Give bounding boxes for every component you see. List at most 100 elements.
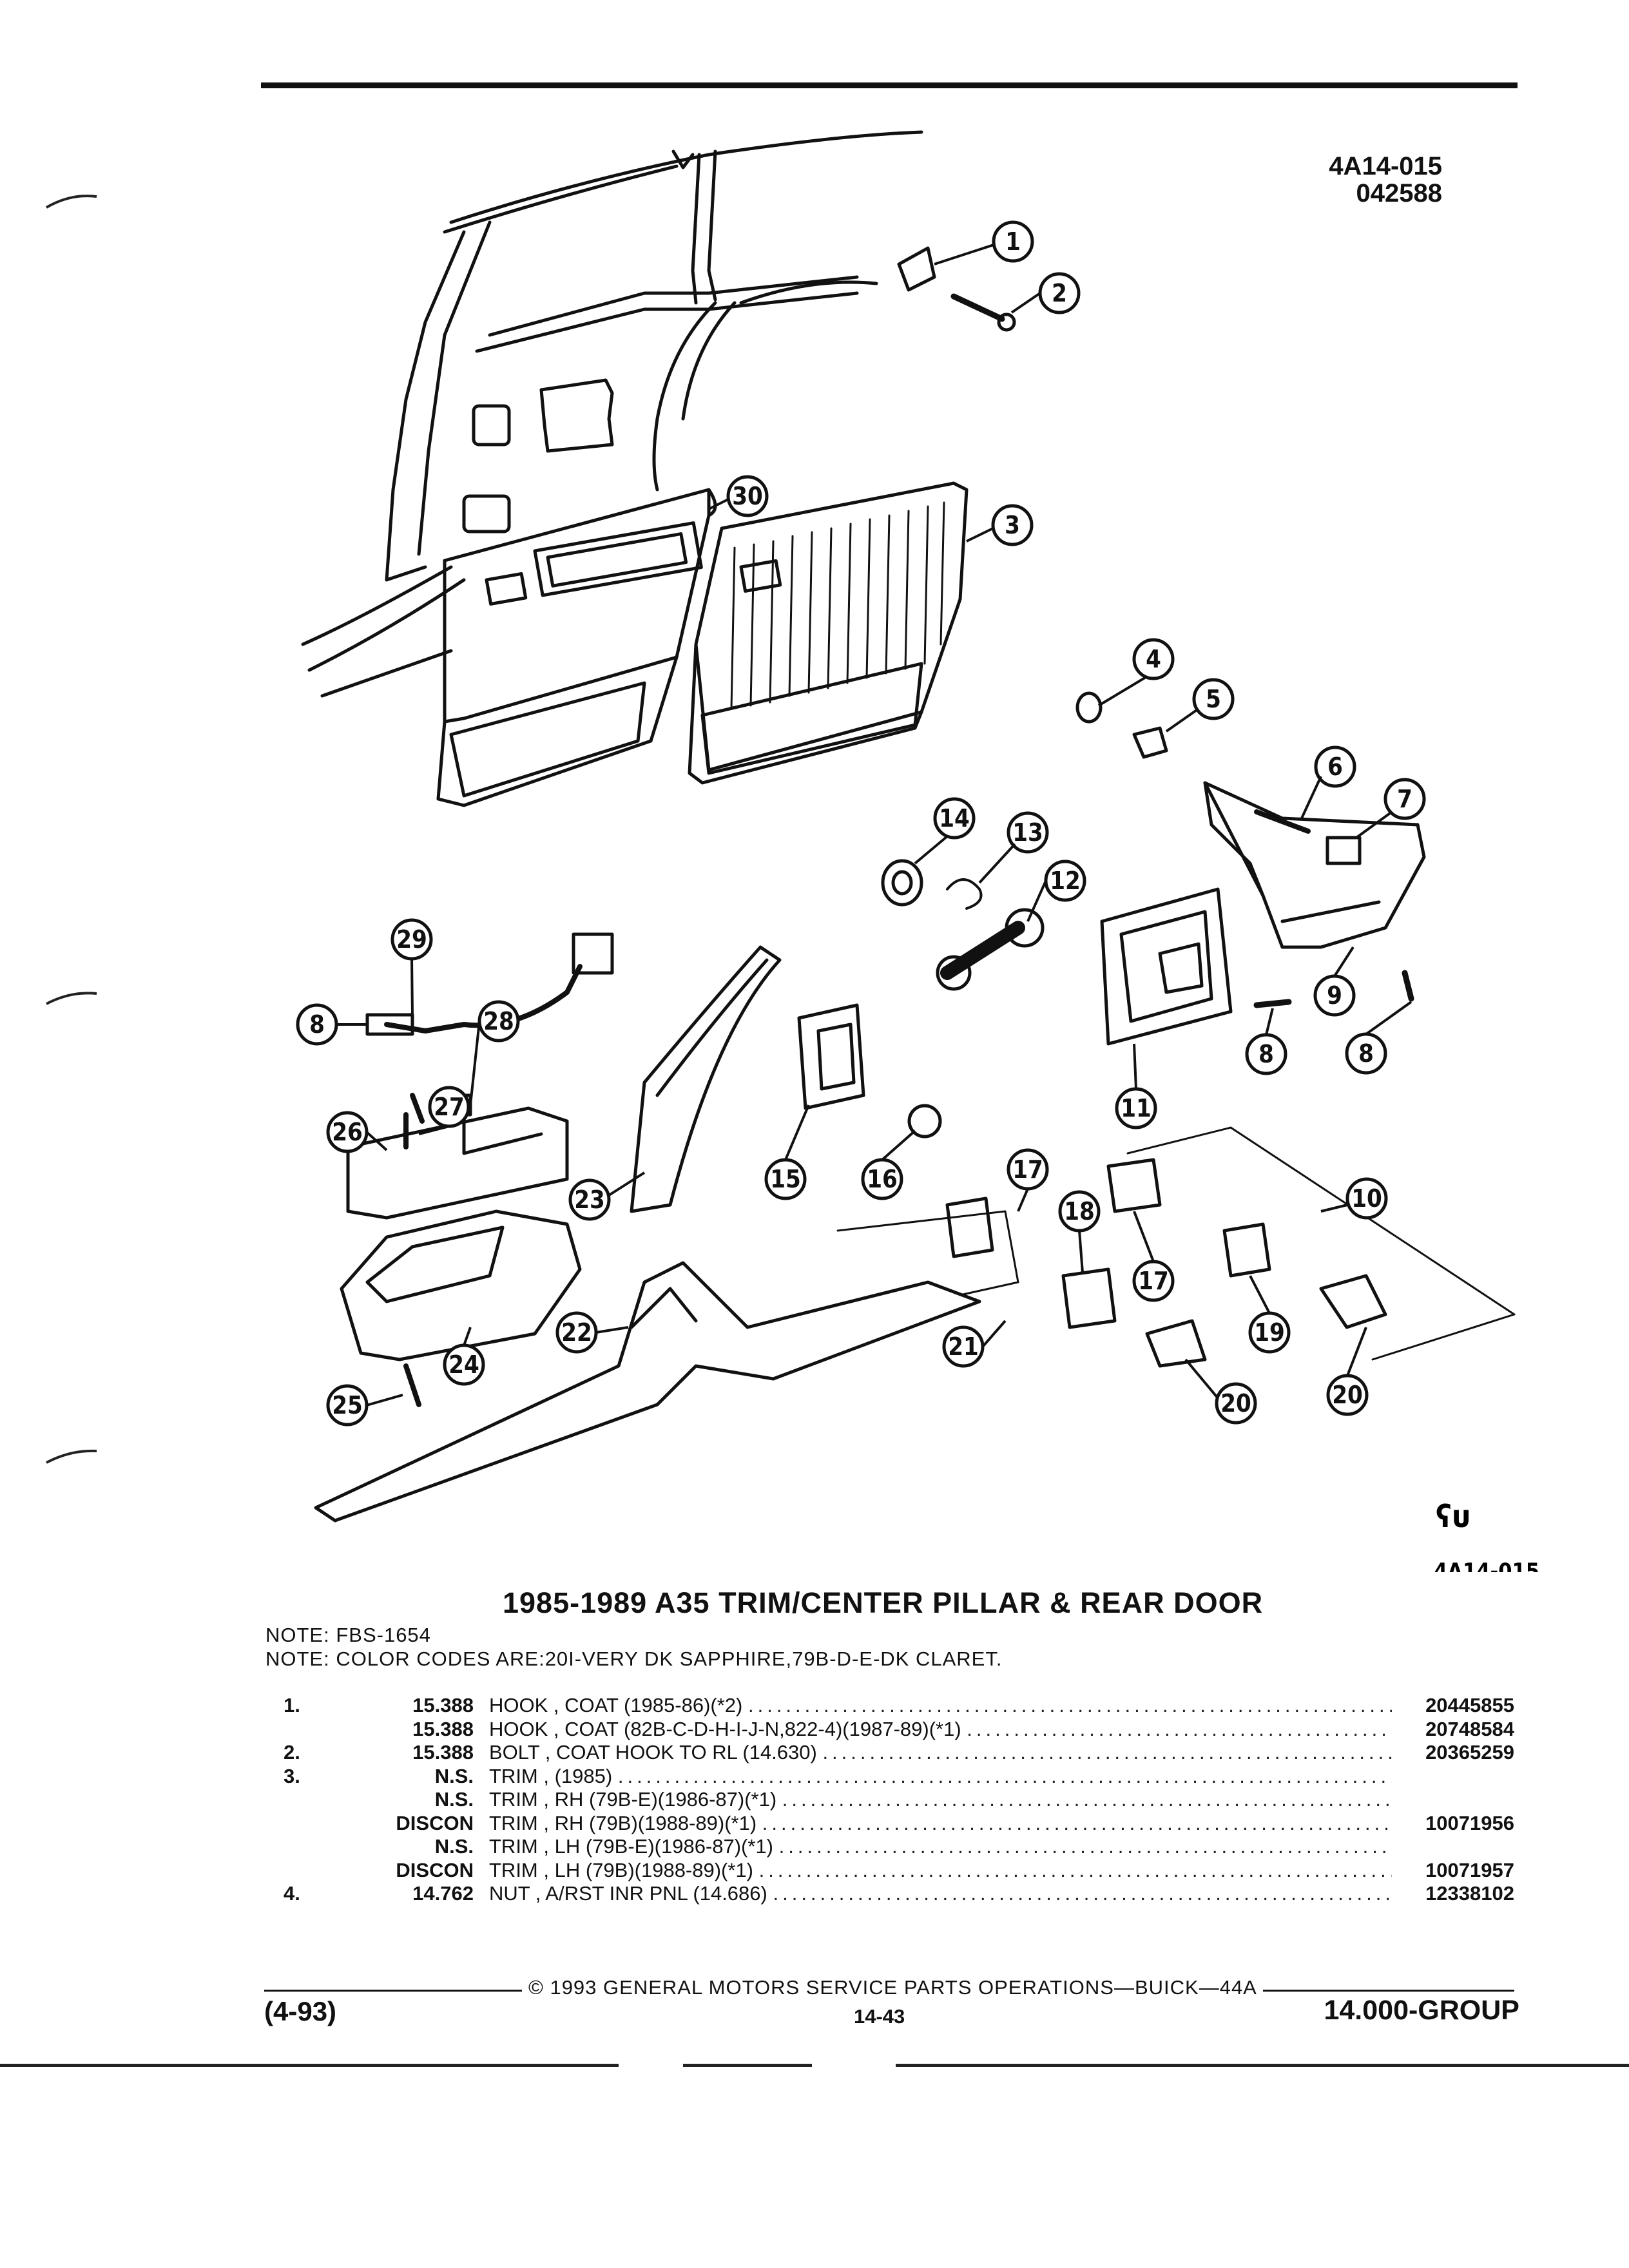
part-number: 20748584: [1425, 1717, 1514, 1740]
callout-23: 23: [574, 1186, 605, 1214]
part-description: TRIM , RH (79B-E)(1986-87)(*1) .........…: [489, 1788, 1392, 1812]
leader-dots: ........................................…: [617, 1764, 1392, 1787]
callout-7: 7: [1397, 785, 1412, 813]
group-number: 14.762: [412, 1882, 474, 1905]
part-description: BOLT , COAT HOOK TO RL (14.630) ........…: [489, 1741, 1392, 1765]
callout-24: 24: [448, 1350, 479, 1379]
part-description: HOOK , COAT (1985-86)(*2) ..............…: [489, 1694, 1392, 1718]
page-title: 1985-1989 A35 TRIM/CENTER PILLAR & REAR …: [503, 1586, 1264, 1619]
callout-20: 20: [1332, 1381, 1363, 1409]
parts-row: N.S. TRIM , LH (79B-E)(1986-87)(*1) .....…: [284, 1835, 1514, 1859]
callout-5: 5: [1206, 685, 1221, 713]
leader-dots: ........................................…: [782, 1788, 1392, 1811]
part-number: [1392, 1788, 1514, 1812]
callout-19: 19: [1254, 1318, 1285, 1347]
reference-code: 4A14-015: [1329, 152, 1442, 180]
part-number: 10071957: [1425, 1858, 1514, 1881]
item-index: [284, 1835, 329, 1859]
parts-row: DISCON TRIM , RH (79B)(1988-89)(*1) .....…: [284, 1812, 1514, 1836]
leader-dots: ........................................…: [822, 1741, 1392, 1764]
callout-8: 8: [1258, 1040, 1274, 1068]
callout-8: 8: [309, 1010, 325, 1039]
group-number: 15.388: [412, 1717, 474, 1740]
leader-dots: ........................................…: [967, 1717, 1392, 1740]
callout-14: 14: [939, 804, 970, 832]
bottom-rule-right: [896, 2064, 1629, 2067]
bottom-rule-mid: [683, 2064, 812, 2067]
parts-row: N.S.TRIM , RH (79B-E)(1986-87)(*1) .....…: [284, 1788, 1514, 1812]
group-number: 15.388: [412, 1694, 474, 1717]
leader-dots: ........................................…: [773, 1882, 1392, 1905]
callout-16: 16: [867, 1165, 898, 1193]
part-description: TRIM , LH (79B-E)(1986-87)(*1) .........…: [489, 1835, 1392, 1859]
part-number: 10071956: [1425, 1811, 1514, 1834]
callout-25: 25: [332, 1391, 363, 1419]
revision-date: (4-93): [264, 1996, 337, 2026]
part-description-text: TRIM , RH (79B)(1988-89)(*1): [489, 1811, 757, 1834]
group-number: DISCON: [396, 1811, 474, 1834]
group-number: N.S.: [434, 1835, 474, 1858]
leader-dots: ........................................…: [778, 1835, 1392, 1858]
parts-row: 3. N.S. TRIM , (1985) ....................…: [284, 1765, 1514, 1789]
reference-subcode: 042588: [1356, 179, 1442, 207]
page-number: 14-43: [854, 2005, 905, 2028]
part-description-text: TRIM , LH (79B)(1988-89)(*1): [489, 1858, 754, 1881]
item-index: 4.: [284, 1882, 300, 1905]
item-index: [284, 1788, 329, 1812]
copyright-notice: © 1993 GENERAL MOTORS SERVICE PARTS OPER…: [528, 1976, 1257, 1999]
part-number: 20445855: [1425, 1694, 1514, 1717]
binder-marks-lower: [46, 992, 97, 1464]
note-line: NOTE: FBS-1654: [265, 1624, 431, 1646]
binder-marks: [45, 195, 97, 209]
item-index: 2.: [284, 1741, 300, 1764]
group-label: 14.000-GROUP: [1324, 1995, 1519, 2026]
parts-row: 1. 15.388 HOOK , COAT (1985-86)(*2) ......…: [284, 1694, 1514, 1718]
part-description: TRIM , (1985) ..........................…: [489, 1765, 1392, 1789]
part-number: [1392, 1765, 1514, 1789]
callout-29: 29: [396, 925, 427, 954]
part-description-text: TRIM , (1985): [489, 1764, 613, 1787]
callout-20: 20: [1220, 1389, 1251, 1418]
parts-list-table: 1. 15.388 HOOK , COAT (1985-86)(*2) ......…: [284, 1694, 1514, 1906]
parts-row: 4. 14.762 NUT , A/RST INR PNL (14.686) ...…: [284, 1882, 1514, 1906]
callout-28: 28: [483, 1007, 514, 1035]
callout-26: 26: [332, 1118, 363, 1146]
part-description-text: TRIM , LH (79B-E)(1986-87)(*1): [489, 1835, 774, 1858]
part-description: TRIM , RH (79B)(1988-89)(*1) ...........…: [489, 1812, 1392, 1836]
callout-15: 15: [770, 1165, 801, 1193]
figure-logo: ʕᴜ: [1436, 1499, 1469, 1535]
leader-dots: ........................................…: [747, 1694, 1392, 1717]
callout-1: 1: [1005, 227, 1021, 256]
callout-6: 6: [1327, 753, 1343, 781]
part-number: 12338102: [1425, 1882, 1514, 1905]
parts-row: 15.388 HOOK , COAT (82B-C-D-H-I-J-N,822-4…: [284, 1718, 1514, 1742]
item-index: 1.: [284, 1694, 300, 1717]
part-description: NUT , A/RST INR PNL (14.686) ...........…: [489, 1882, 1392, 1906]
callout-3: 3: [1005, 511, 1020, 539]
part-number: 20365259: [1425, 1741, 1514, 1764]
part-description-text: NUT , A/RST INR PNL (14.686): [489, 1882, 767, 1905]
callout-11: 11: [1121, 1094, 1152, 1122]
callout-2: 2: [1052, 279, 1067, 307]
part-description: TRIM , LH (79B)(1988-89)(*1) ...........…: [489, 1859, 1392, 1883]
part-description-text: HOOK , COAT (82B-C-D-H-I-J-N,822-4)(1987…: [489, 1717, 961, 1740]
group-number: N.S.: [434, 1764, 474, 1787]
callout-27: 27: [434, 1093, 465, 1121]
callout-17: 17: [1012, 1155, 1043, 1184]
top-rule: [261, 82, 1518, 88]
item-index: [284, 1812, 329, 1836]
callout-17: 17: [1138, 1267, 1169, 1295]
callout-10: 10: [1351, 1184, 1382, 1213]
parts-row: DISCON TRIM , LH (79B)(1988-89)(*1) .....…: [284, 1859, 1514, 1883]
callout-4: 4: [1146, 645, 1161, 673]
part-description: HOOK , COAT (82B-C-D-H-I-J-N,822-4)(1987…: [489, 1718, 1392, 1742]
group-number: DISCON: [396, 1858, 474, 1881]
item-index: [284, 1718, 329, 1742]
callout-22: 22: [561, 1318, 592, 1347]
item-index: 3.: [284, 1764, 300, 1787]
callout-12: 12: [1050, 867, 1081, 895]
footer-rule-left: [264, 1990, 522, 1992]
exploded-parts-diagram: 1 2 3 4 5 6 7 8 8 8 9 10 11 12 13 14 15 …: [296, 130, 1539, 1572]
callout-18: 18: [1064, 1197, 1095, 1225]
